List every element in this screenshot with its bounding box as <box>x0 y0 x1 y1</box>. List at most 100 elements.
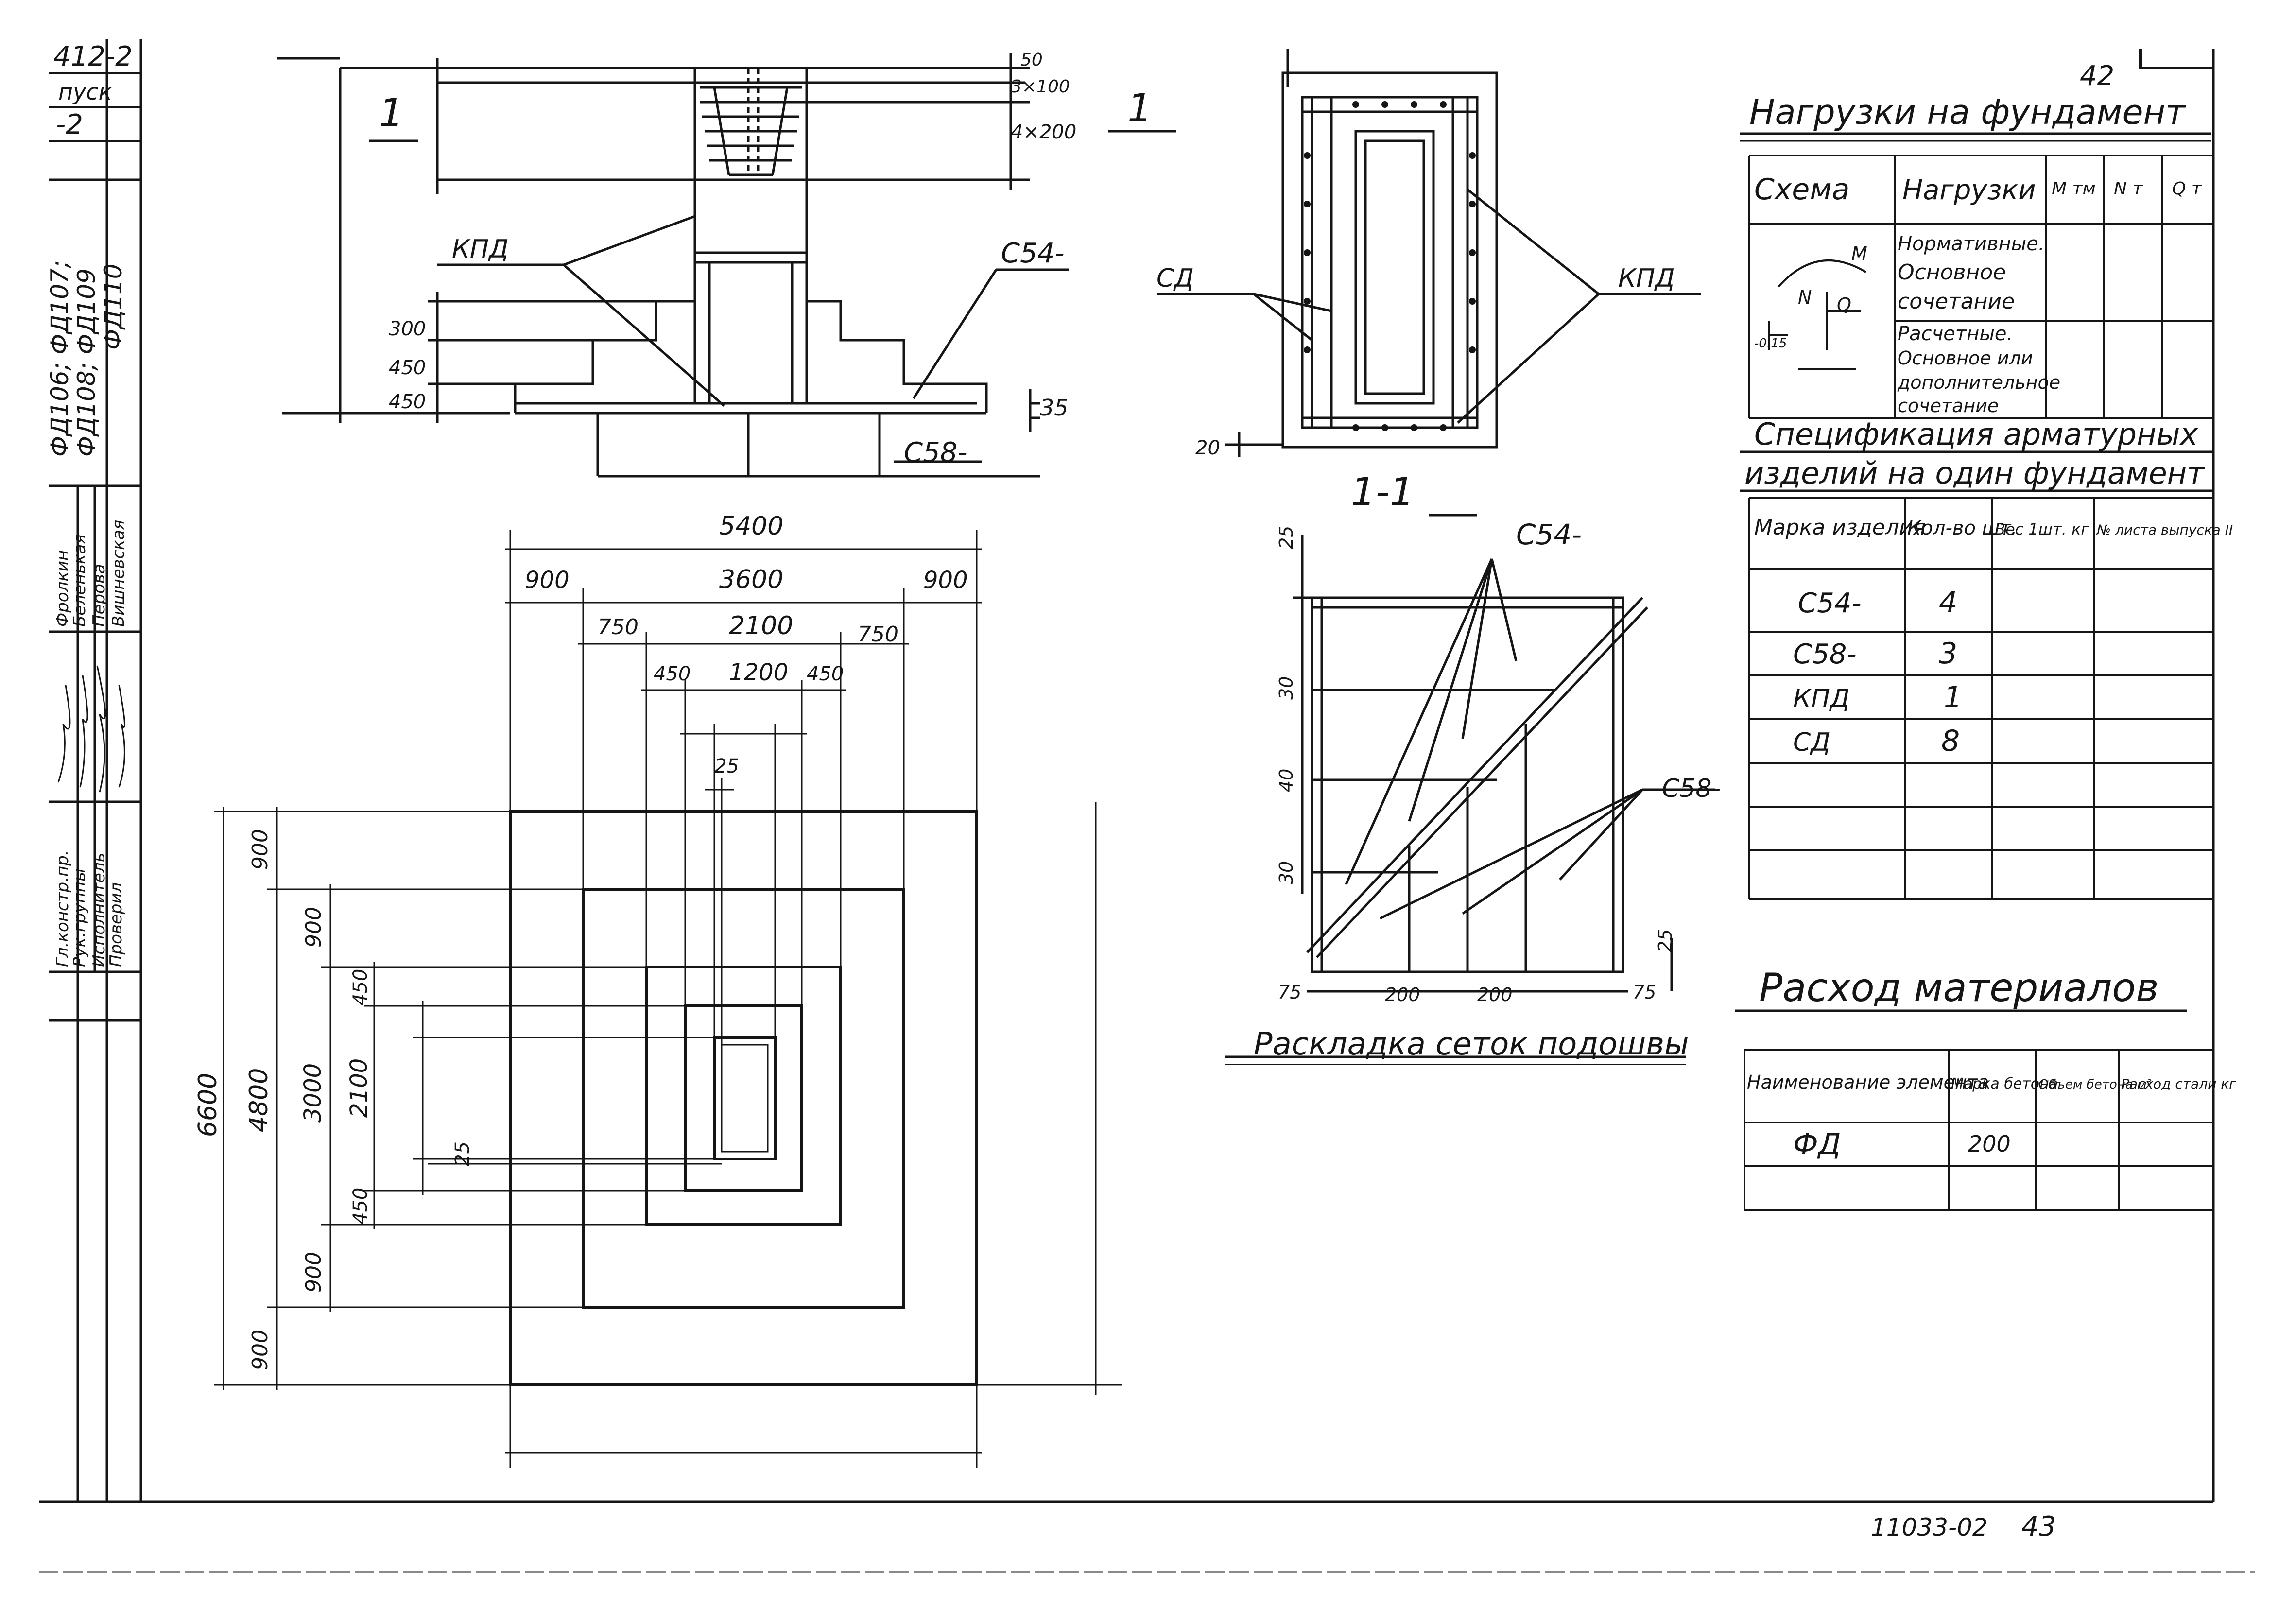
loads-row2-line1: Расчетные. <box>1898 323 2013 345</box>
spec-row4-mark: СД <box>1793 728 1830 757</box>
mesh-layout-labels: 1-1 С54- С58- Раскладка сеток подошвы 25… <box>1254 469 1721 1062</box>
dim-900-left-3: 900 <box>301 1252 326 1293</box>
loads-row2-line3: дополнительное <box>1897 372 2060 393</box>
mesh-caption: Раскладка сеток подошвы <box>1254 1026 1689 1062</box>
series-code: 412-2 <box>53 41 133 72</box>
loads-header-schema: Схема <box>1754 173 1849 207</box>
loads-row1-line1: Нормативные. <box>1898 233 2045 255</box>
loads-table-grid <box>1748 155 2213 419</box>
schema-label-n: N <box>1798 287 1812 308</box>
spec-header-qty: Кол-во шт. <box>1907 517 2017 539</box>
product-code-1: ФД106; ФД107; <box>46 260 74 457</box>
materials-title: Расход материалов <box>1759 965 2159 1010</box>
mesh-dim-75-l: 75 <box>1278 982 1301 1003</box>
foundation-plan <box>509 810 978 1386</box>
schema-label-q: Q <box>1837 294 1851 315</box>
dim-4800: 4800 <box>244 1068 274 1132</box>
dim-5400: 5400 <box>719 512 783 541</box>
footer-page: 43 <box>2021 1511 2056 1542</box>
dim-2100-top: 2100 <box>729 611 793 640</box>
section-title-1-1: 1-1 <box>1351 469 1415 515</box>
spec-row4-qty: 8 <box>1941 724 1960 758</box>
role-1: Гл.констр.пр. <box>53 850 72 967</box>
dim-1200: 1200 <box>729 659 788 686</box>
dim-4x200: 4×200 <box>1011 121 1076 143</box>
mesh-dim-200-a: 200 <box>1385 984 1420 1005</box>
right-tables: 42 Нагрузки на фундамент Схема Нагрузки … <box>1735 49 2236 1211</box>
spec-title-line1: Спецификация арматурных <box>1754 416 2198 452</box>
sheet-frame <box>39 39 2255 1573</box>
issue-number: -2 <box>56 109 83 140</box>
dim-450-b: 450 <box>389 391 426 413</box>
materials-header-volume: Объем бетона м³ <box>2038 1077 2152 1092</box>
spec-table-grid <box>1748 497 2213 900</box>
label-c54-mesh: С54- <box>1516 518 1582 551</box>
dim-450-a: 450 <box>389 357 426 379</box>
loads-title: Нагрузки на фундамент <box>1749 92 2186 132</box>
label-c58-elevation: С58- <box>904 437 967 468</box>
product-code-2: ФД108; ФД109 <box>72 268 101 457</box>
loads-row2-line2: Основное или <box>1898 347 2033 369</box>
sheet-number: 42 <box>2080 60 2114 92</box>
dim-50: 50 <box>1020 50 1043 70</box>
label-c54-elevation: С54- <box>1001 238 1065 269</box>
dim-450-left-2: 450 <box>349 1188 372 1225</box>
loads-header-q: Q т <box>2172 179 2202 199</box>
foundation-plan-labels: 5400 900 3600 900 750 2100 750 450 1200 … <box>193 512 968 1370</box>
section-elevation <box>277 53 1176 478</box>
dim-750-l: 750 <box>598 615 639 639</box>
footer: 11033-02 43 <box>1871 1511 2056 1542</box>
spec-row2-mark: С58- <box>1793 639 1857 670</box>
mesh-dim-40: 40 <box>1276 769 1297 792</box>
dim-6600: 6600 <box>193 1073 223 1137</box>
mesh-dim-200-b: 200 <box>1477 984 1513 1005</box>
loads-header-m: M тм <box>2052 179 2096 199</box>
dim-450-left-1: 450 <box>349 969 372 1006</box>
section-elevation-labels: 1 1 КПД С54- С58- 50 3×100 4×200 35 300 … <box>379 50 1152 468</box>
role-2: Рук.группы <box>70 868 89 967</box>
loads-row2-line4: сочетание <box>1898 395 1999 416</box>
spec-row3-qty: 1 <box>1944 680 1962 714</box>
dim-3600: 3600 <box>719 565 783 594</box>
issue-label: пуск <box>58 79 112 105</box>
spec-row3-mark: КПД <box>1793 684 1850 713</box>
role-3: Исполнитель <box>89 852 109 967</box>
dim-900-top-l: 900 <box>525 567 570 594</box>
dim-900-left-1: 900 <box>248 829 273 870</box>
signature-3 <box>96 665 106 793</box>
mesh-dim-25-top: 25 <box>1276 526 1297 549</box>
materials-row-grade: 200 <box>1968 1131 2011 1157</box>
title-strip: 412-2 пуск -2 ФД106; ФД107; ФД108; ФД109… <box>46 41 141 967</box>
column-plan-dots <box>1304 101 1476 431</box>
product-code-3: ФД110 <box>99 263 127 350</box>
dim-3x100: 3×100 <box>1011 77 1070 97</box>
materials-row-element: ФД <box>1793 1127 1841 1161</box>
column-plan <box>1157 49 1701 457</box>
label-sd-plan: СД <box>1157 264 1194 293</box>
signature-4 <box>118 685 125 788</box>
dim-35: 35 <box>1040 395 1069 421</box>
dim-2100-left: 2100 <box>345 1058 373 1118</box>
dim-3000: 3000 <box>299 1063 327 1123</box>
dim-450-top-r: 450 <box>807 663 844 685</box>
schema-label-level: -0.15 <box>1754 336 1787 351</box>
materials-header-name: Наименование элемента <box>1747 1071 1989 1093</box>
mesh-dim-25-right: 25 <box>1655 929 1676 952</box>
name-2: Беленькая <box>70 534 89 627</box>
label-kpd-plan: КПД <box>1618 264 1675 293</box>
spec-title-line2: изделий на один фундамент <box>1744 455 2205 491</box>
section-mark-left: 1 <box>379 90 404 136</box>
materials-header-grade: Марка бетона <box>1951 1075 2058 1092</box>
dim-25-top: 25 <box>714 755 739 778</box>
name-1: Фролкин <box>53 550 72 627</box>
loads-row1-line2: Основное <box>1898 260 2006 285</box>
mesh-dim-30: 30 <box>1276 676 1297 700</box>
spec-row2-qty: 3 <box>1939 637 1957 671</box>
footer-code: 11033-02 <box>1871 1513 1988 1541</box>
materials-table-grid <box>1744 1049 2213 1211</box>
load-schema-sketch <box>1768 259 1867 370</box>
dim-900-left-2: 900 <box>301 907 326 948</box>
dim-900-left-4: 900 <box>248 1330 273 1370</box>
name-4: Вишневская <box>109 520 128 627</box>
role-4: Проверил <box>106 882 126 967</box>
